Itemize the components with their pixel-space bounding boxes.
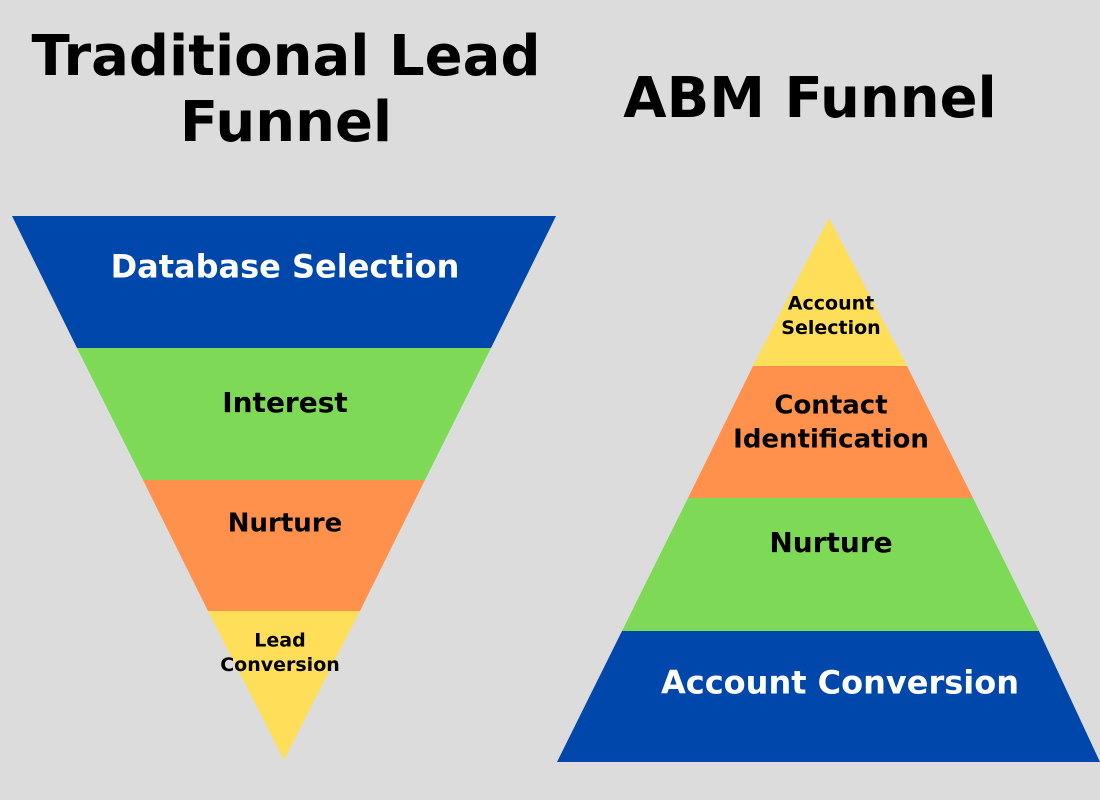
traditional-funnel-stage-lead-conversion-label-line: Conversion [220, 654, 340, 676]
traditional-funnel-stage-lead-conversion [208, 611, 360, 760]
traditional-funnel-stage-database-selection [12, 216, 556, 348]
traditional-funnel-stage-nurture-label: Nurture [228, 508, 343, 538]
abm-funnel-title: ABM Funnel [623, 66, 997, 131]
traditional-funnel-stage-interest-label: Interest [222, 386, 348, 419]
abm-funnel-stage-account-selection-label-line: Account [788, 292, 874, 314]
abm-funnel-stage-account-conversion-label: Account Conversion [661, 664, 1019, 702]
abm-funnel-stage-account-conversion [557, 631, 1100, 762]
abm-funnel-stage-contact-identification [688, 366, 973, 498]
abm-funnel-stage-nurture-label-line: Nurture [769, 526, 892, 559]
traditional-funnel-stage-interest [77, 348, 491, 480]
traditional-funnel-stage-database-selection-label-line: Database Selection [111, 248, 460, 286]
abm-funnel-stage-contact-identification-label-line: Identification [733, 424, 929, 454]
abm-funnel-stage-nurture-label: Nurture [769, 526, 892, 559]
abm-funnel-stage-account-selection [753, 218, 907, 366]
traditional-funnel-stage-lead-conversion-label-line: Lead [254, 629, 305, 651]
traditional-funnel-title-line-2: Funnel [179, 90, 393, 156]
traditional-funnel-title-line-1: Traditional Lead [31, 24, 541, 89]
abm-funnel-stage-account-selection-label-line: Selection [781, 317, 880, 339]
traditional-funnel-stage-interest-label-line: Interest [222, 386, 348, 419]
abm-funnel-stage-contact-identification-label-line: Contact [774, 390, 887, 420]
abm-funnel-stage-account-conversion-label-line: Account Conversion [661, 664, 1019, 702]
traditional-funnel-stage-database-selection-label: Database Selection [111, 248, 460, 286]
traditional-funnel-stage-nurture [143, 480, 425, 611]
traditional-funnel-stage-nurture-label-line: Nurture [228, 508, 343, 538]
abm-funnel-stage-nurture [622, 498, 1039, 631]
